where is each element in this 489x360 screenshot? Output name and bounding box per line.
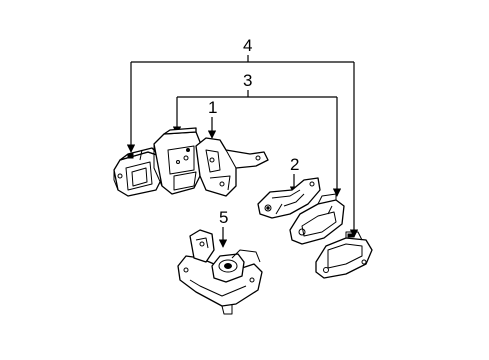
transmission-mount: [177, 229, 263, 315]
leader-3: [172, 90, 342, 197]
mount-bracket: [195, 137, 269, 197]
callout-label-5: 5: [219, 208, 228, 227]
callout-label-3: 3: [243, 71, 252, 90]
mount-bracket-right: [257, 177, 321, 219]
callout-label-2: 2: [290, 155, 299, 174]
engine-mount-left-inner: [153, 127, 201, 195]
engine-mount-right-outer: [315, 231, 373, 279]
callout-label-4: 4: [243, 36, 252, 55]
leader-4: [126, 55, 359, 238]
engine-mount-right-inner: [289, 193, 345, 245]
callout-label-1: 1: [208, 98, 217, 117]
engine-mount-left-outer: [113, 147, 163, 197]
